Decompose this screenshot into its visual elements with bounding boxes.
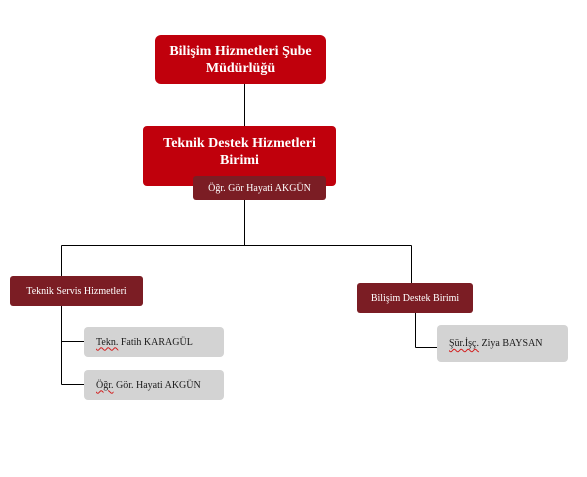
staff-title: Öğr. <box>96 379 114 391</box>
sub-unit-bilisim-destek: Bilişim Destek Birimi <box>357 283 473 313</box>
unit-head-name: Öğr. Gör Hayati AKGÜN <box>208 182 311 194</box>
top-node-label: Bilişim Hizmetleri Şube Müdürlüğü <box>169 43 312 76</box>
sub-unit-label: Bilişim Destek Birimi <box>370 292 460 304</box>
staff-name: Gör. Hayati AKGÜN <box>113 379 201 391</box>
top-node-sube-mudurlugu: Bilişim Hizmetleri Şube Müdürlüğü <box>155 35 326 84</box>
staff-title: Şür.İşç. <box>449 338 479 349</box>
sub-unit-teknik-servis: Teknik Servis Hizmetleri <box>10 276 143 306</box>
staff-name: Fatih KARAGÜL <box>118 336 193 348</box>
staff-card-ziya-baysan: Şür.İşç. Ziya BAYSAN <box>437 325 568 362</box>
unit-node-label: Teknik Destek Hizmetleri Birimi <box>163 136 316 168</box>
unit-head-badge: Öğr. Gör Hayati AKGÜN <box>193 176 326 200</box>
sub-unit-label: Teknik Servis Hizmetleri <box>26 285 127 297</box>
staff-title: Tekn. <box>96 336 119 348</box>
staff-card-hayati-akgun: Öğr. Gör. Hayati AKGÜN <box>84 370 224 400</box>
staff-card-fatih-karagul: Tekn. Fatih KARAGÜL <box>84 327 224 357</box>
staff-name: Ziya BAYSAN <box>479 338 543 349</box>
